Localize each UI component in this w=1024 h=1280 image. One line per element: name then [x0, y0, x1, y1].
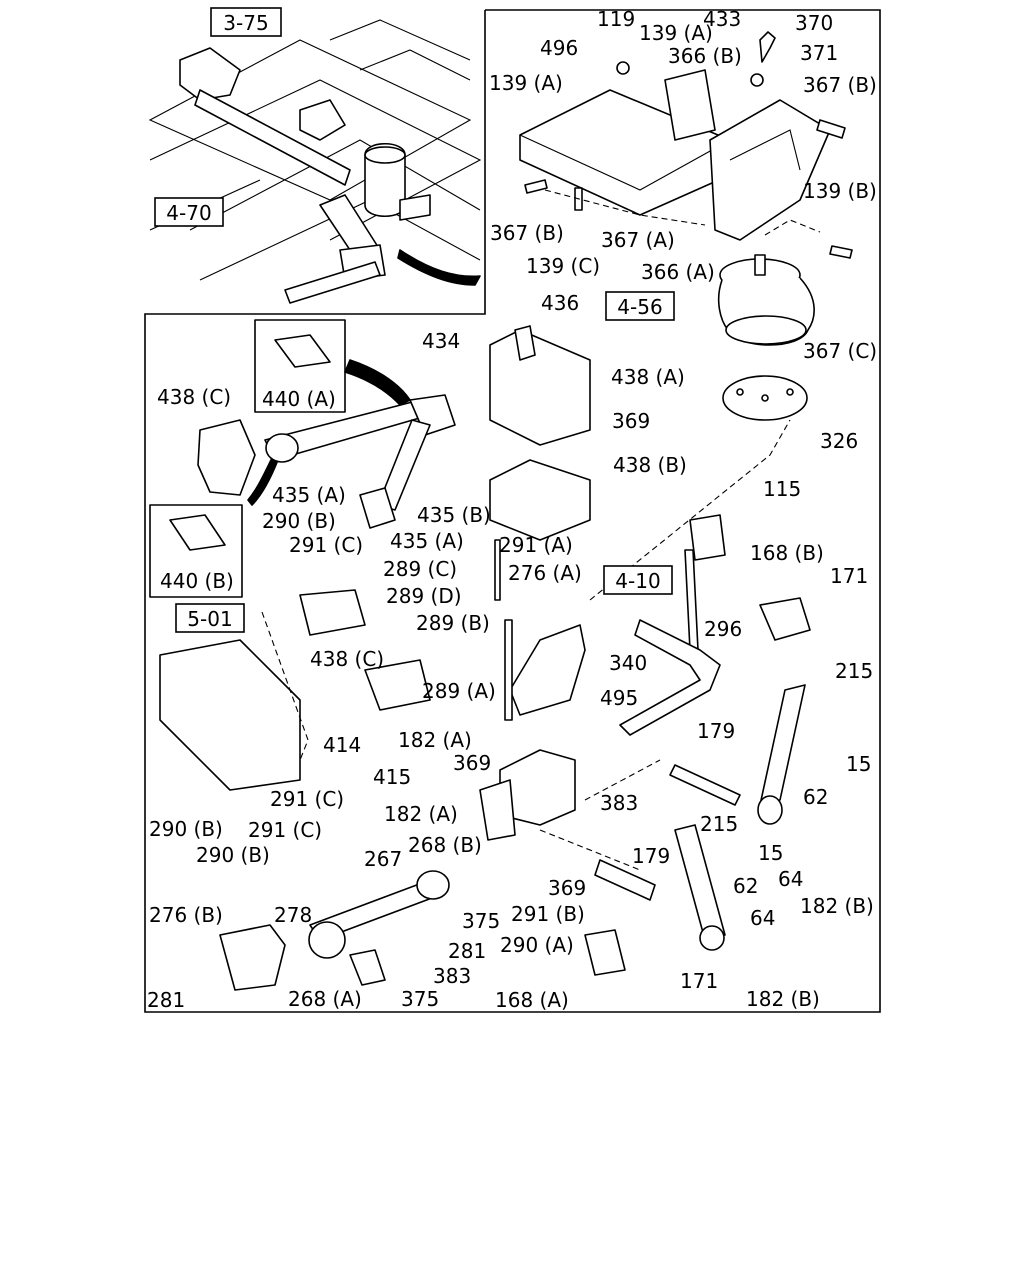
part-callout: 366 (B): [668, 44, 742, 68]
part-callout: 438 (C): [310, 647, 384, 671]
part-callout: 64: [750, 906, 775, 930]
part-callout: 64: [778, 867, 803, 891]
part-callout: 440 (B): [160, 569, 234, 593]
diagram-frames: [144, 9, 881, 1013]
part-callout: 182 (B): [746, 987, 820, 1011]
reference-box: 4-56: [605, 291, 675, 321]
part-callout: 276 (B): [149, 903, 223, 927]
part-callout: 215: [835, 659, 873, 683]
part-callout: 438 (A): [611, 365, 685, 389]
part-callout: 182 (A): [384, 802, 458, 826]
part-callout: 276 (A): [508, 561, 582, 585]
part-callout: 433: [703, 7, 741, 31]
part-callout: 291 (A): [499, 533, 573, 557]
part-callout: 435 (B): [417, 503, 491, 527]
part-callout: 171: [830, 564, 868, 588]
part-callout: 367 (C): [803, 339, 877, 363]
suspension-linkage-drawing: [149, 319, 811, 991]
part-callout: 383: [600, 791, 638, 815]
part-callout: 371: [800, 41, 838, 65]
part-callout: 326: [820, 429, 858, 453]
part-callout: 496: [540, 36, 578, 60]
part-callout: 289 (B): [416, 611, 490, 635]
part-callout: 370: [795, 11, 833, 35]
part-callout: 115: [763, 477, 801, 501]
part-callout: 168 (B): [750, 541, 824, 565]
part-callout: 367 (A): [601, 228, 675, 252]
part-callout: 291 (C): [289, 533, 363, 557]
part-callout: 290 (B): [262, 509, 336, 533]
reference-box: 3-75: [210, 7, 282, 37]
overview-frame-drawing: [148, 19, 482, 304]
part-callout: 436: [541, 291, 579, 315]
part-callout: 268 (A): [288, 987, 362, 1011]
part-callout: 179: [697, 719, 735, 743]
part-callout: 291 (C): [270, 787, 344, 811]
part-callout: 281: [448, 939, 486, 963]
part-callout: 296: [704, 617, 742, 641]
part-callout: 367 (B): [803, 73, 877, 97]
reference-box: 5-01: [175, 603, 245, 633]
part-callout: 290 (B): [149, 817, 223, 841]
part-callout: 62: [733, 874, 758, 898]
part-callout: 278: [274, 903, 312, 927]
part-callout: 168 (A): [495, 988, 569, 1012]
part-callout: 367 (B): [490, 221, 564, 245]
part-callout: 281: [147, 988, 185, 1012]
part-callout: 290 (B): [196, 843, 270, 867]
svg-text:3-75: 3-75: [223, 11, 268, 35]
part-callout: 440 (A): [262, 387, 336, 411]
part-callout: 15: [846, 752, 871, 776]
part-callout: 139 (C): [526, 254, 600, 278]
part-callout: 291 (B): [511, 902, 585, 926]
part-callout: 438 (B): [613, 453, 687, 477]
part-callout: 268 (B): [408, 833, 482, 857]
part-callout: 375: [401, 987, 439, 1011]
part-callout: 495: [600, 686, 638, 710]
part-callout: 415: [373, 765, 411, 789]
part-callout: 139 (B): [803, 179, 877, 203]
part-callout: 215: [700, 812, 738, 836]
air-spring-bracket-drawing: [519, 31, 853, 421]
part-callout: 375: [462, 909, 500, 933]
part-callout: 290 (A): [500, 933, 574, 957]
part-callout: 289 (D): [386, 584, 462, 608]
part-callout: 435 (A): [390, 529, 464, 553]
part-callout: 414: [323, 733, 361, 757]
part-callout: 289 (C): [383, 557, 457, 581]
part-callout: 369: [612, 409, 650, 433]
svg-text:5-01: 5-01: [187, 607, 232, 631]
part-callout: 434: [422, 329, 460, 353]
svg-text:4-70: 4-70: [166, 201, 211, 225]
svg-text:4-10: 4-10: [615, 569, 660, 593]
reference-box: 4-70: [154, 197, 224, 227]
part-callout: 62: [803, 785, 828, 809]
part-callout: 182 (A): [398, 728, 472, 752]
part-callout: 179: [632, 844, 670, 868]
part-callout: 438 (C): [157, 385, 231, 409]
part-callout: 15: [758, 841, 783, 865]
part-callout: 289 (A): [422, 679, 496, 703]
svg-text:4-56: 4-56: [617, 295, 662, 319]
part-callout: 139 (A): [639, 21, 713, 45]
part-callout: 383: [433, 964, 471, 988]
part-callout: 182 (B): [800, 894, 874, 918]
part-callout: 171: [680, 969, 718, 993]
part-callout: 267: [364, 847, 402, 871]
part-callout: 369: [548, 876, 586, 900]
part-callout: 119: [597, 7, 635, 31]
part-callout: 369: [453, 751, 491, 775]
part-callout: 291 (C): [248, 818, 322, 842]
reference-box: 4-10: [603, 565, 673, 595]
part-callout: 340: [609, 651, 647, 675]
part-callout: 366 (A): [641, 260, 715, 284]
reference-box-layer: 3-75 4-70 4-56 4-10 5-01: [154, 7, 675, 633]
part-callout: 435 (A): [272, 483, 346, 507]
part-callout: 139 (A): [489, 71, 563, 95]
